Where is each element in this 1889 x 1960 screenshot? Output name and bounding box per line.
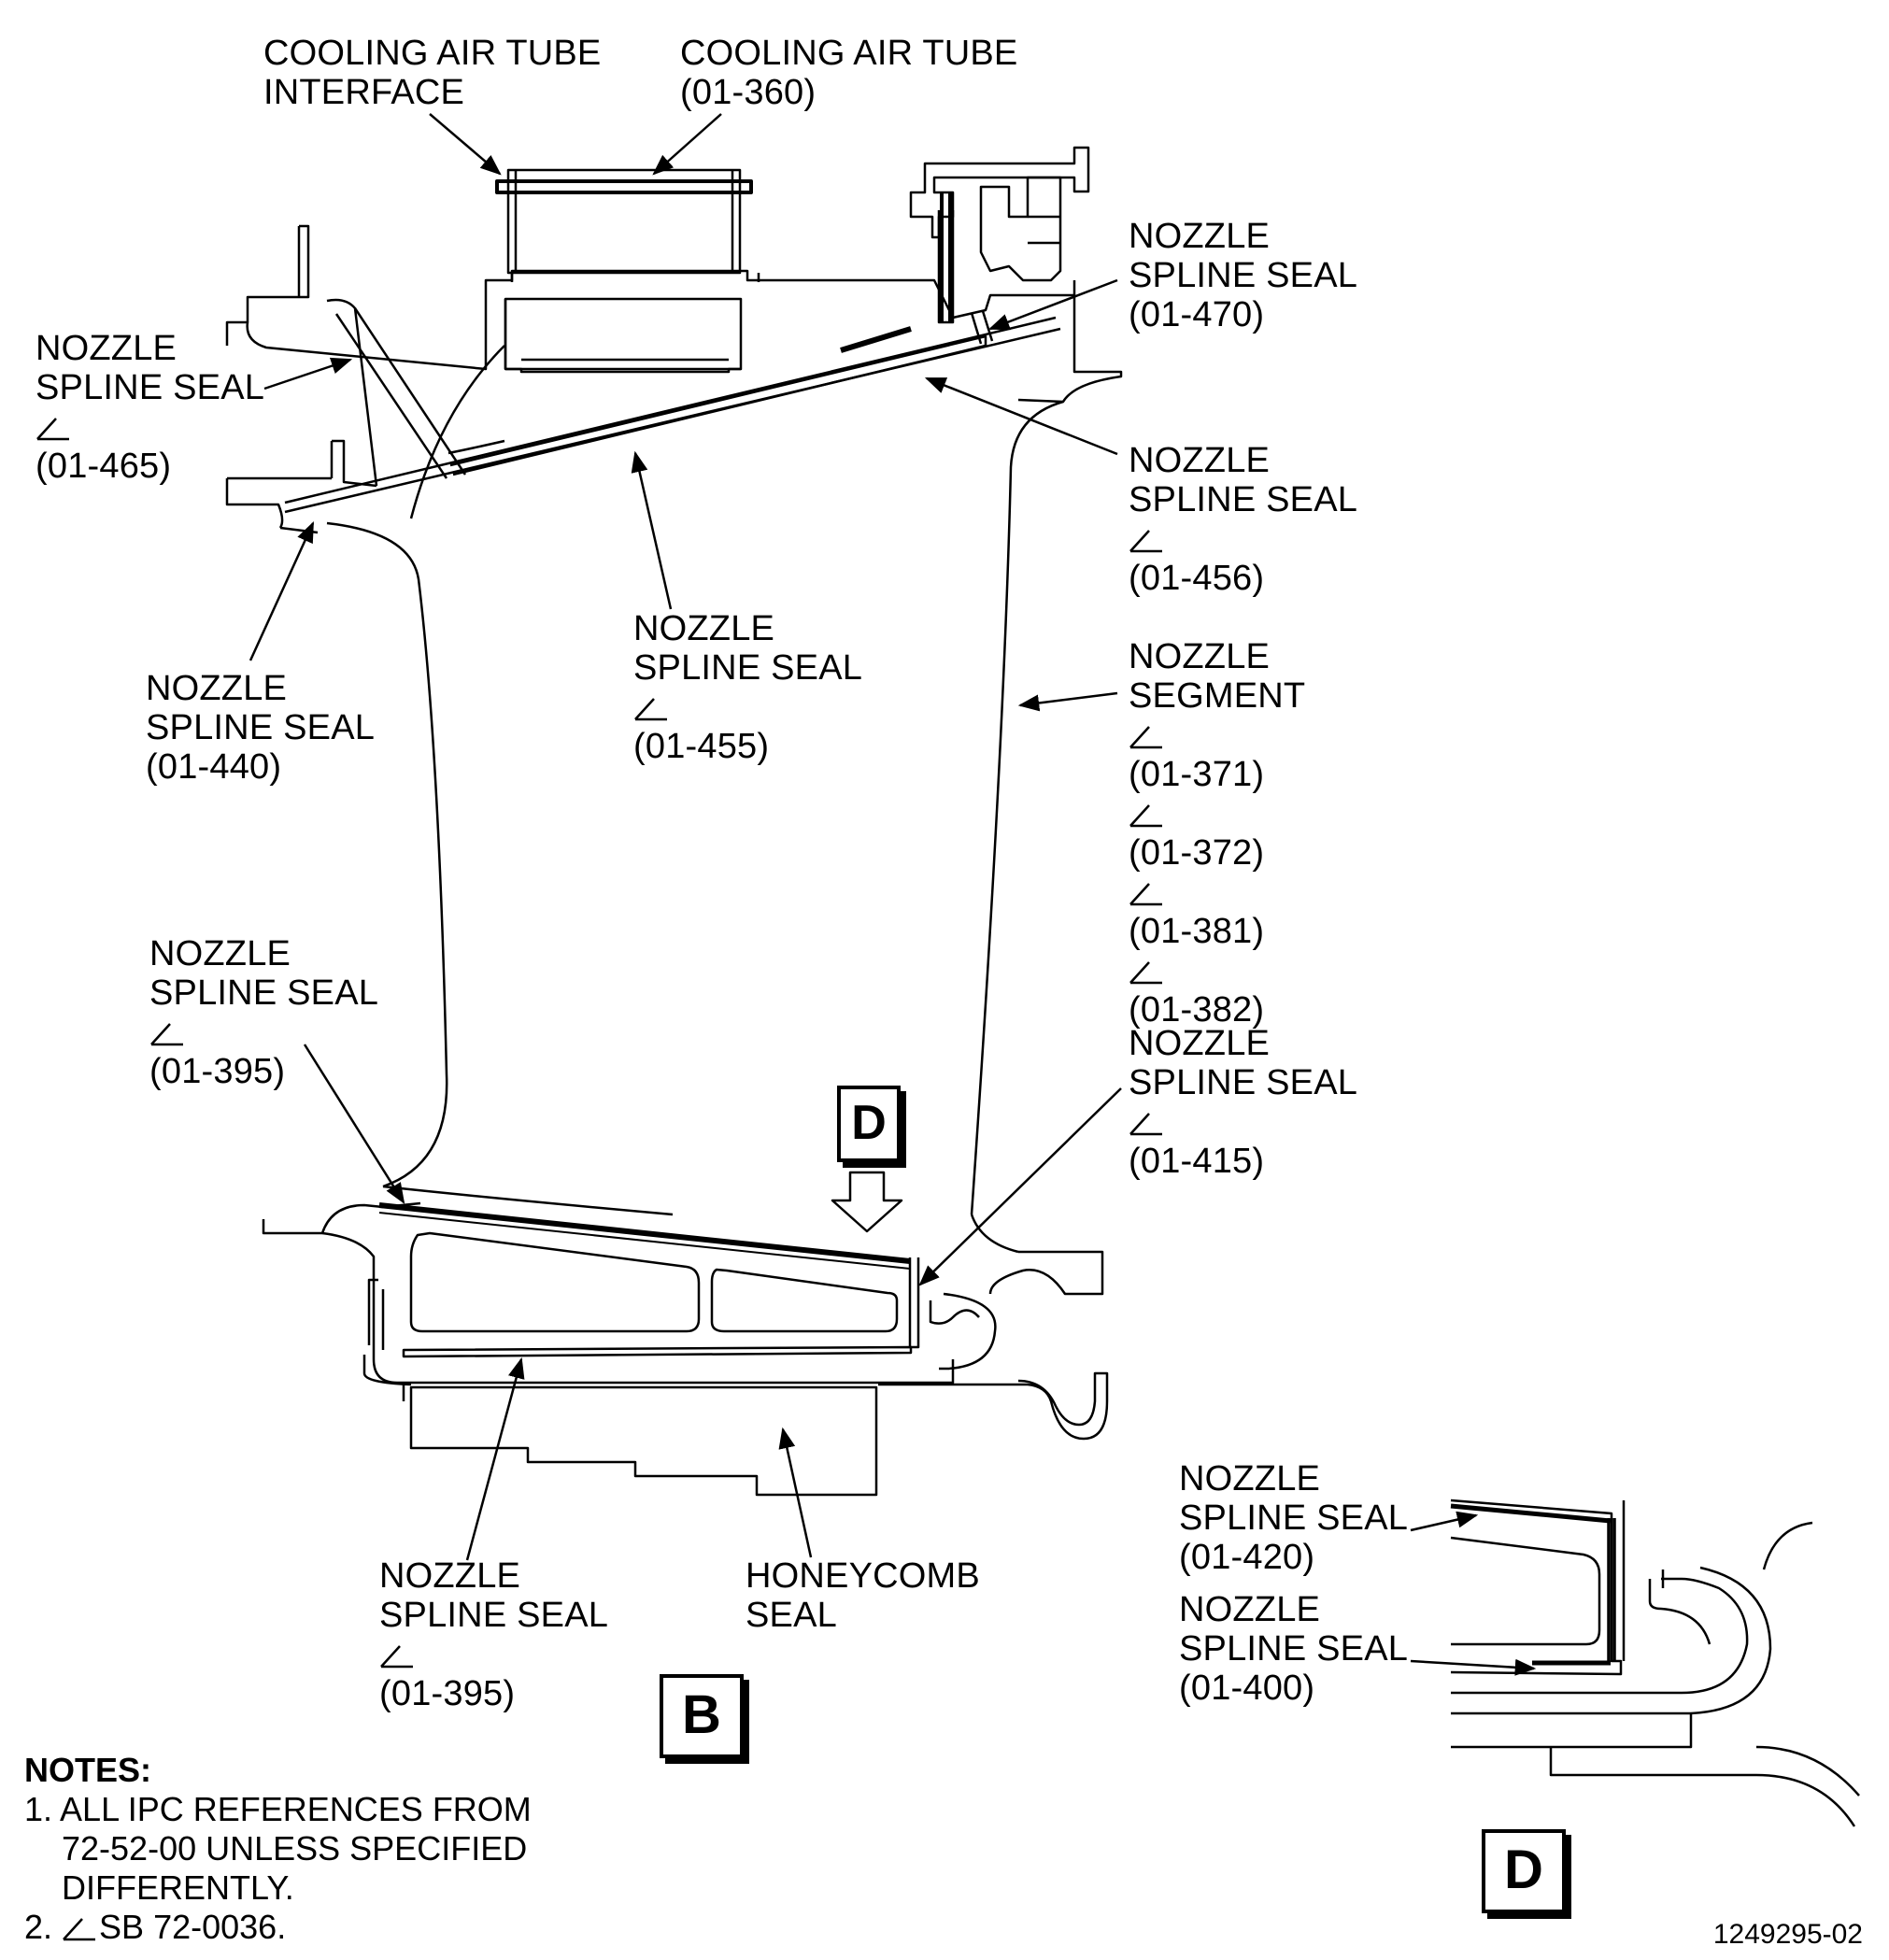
change-bar-icon — [150, 1023, 183, 1046]
change-bar-icon — [63, 1918, 96, 1941]
label-cooling-tube: COOLING AIR TUBE (01-360) — [680, 34, 1018, 112]
leader-seal-465 — [263, 357, 353, 391]
change-bar-icon — [36, 418, 69, 441]
label-seal-470: NOZZLE SPLINE SEAL (01-470) — [1129, 217, 1358, 334]
inner-platform — [262, 1201, 1109, 1441]
change-bar-icon — [1129, 1113, 1162, 1136]
leader-honeycomb — [778, 1427, 813, 1558]
leader-cooling-tube-interface — [429, 113, 502, 176]
figure-number: 1249295-02 — [1712, 1919, 1863, 1950]
view-b-label-box: B — [660, 1674, 744, 1758]
notes-block: NOTES: 1. ALL IPC REFERENCES FROM 72-52-… — [24, 1751, 532, 1947]
label-nozzle-segment: NOZZLE SEGMENT (01-371) (01-372) (01-381… — [1129, 637, 1306, 1030]
note-1-line-1: 1. ALL IPC REFERENCES FROM — [24, 1790, 532, 1828]
label-seal-415: NOZZLE SPLINE SEAL (01-415) — [1129, 1024, 1358, 1181]
label-seal-455: NOZZLE SPLINE SEAL (01-455) — [633, 609, 863, 766]
leader-seal-455 — [631, 450, 673, 610]
leader-nozzle-segment — [1017, 691, 1118, 712]
note-1-line-3: DIFFERENTLY. — [62, 1868, 294, 1907]
change-bar-icon — [634, 698, 667, 721]
detail-d-drawing — [1450, 1498, 1860, 1827]
view-d-callout-box: D — [837, 1086, 901, 1162]
change-bar-icon — [1129, 883, 1162, 906]
internal-cavities — [409, 1231, 899, 1333]
lower-seal-strips — [378, 1202, 920, 1358]
leader-seal-470 — [987, 278, 1118, 331]
label-seal-420: NOZZLE SPLINE SEAL (01-420) — [1179, 1459, 1409, 1577]
cooling-air-tube — [495, 168, 760, 374]
retaining-hook — [909, 146, 1090, 324]
change-bar-icon — [380, 1645, 413, 1669]
leader-seal-395-top — [303, 1044, 405, 1204]
change-bar-icon — [1129, 961, 1162, 985]
label-cooling-tube-interface: COOLING AIR TUBE INTERFACE — [263, 34, 602, 112]
label-seal-440: NOZZLE SPLINE SEAL (01-440) — [146, 669, 376, 787]
leader-seal-456 — [924, 376, 1118, 456]
leader-seal-440 — [249, 520, 315, 661]
label-seal-395-top: NOZZLE SPLINE SEAL (01-395) — [149, 934, 379, 1091]
label-seal-465: NOZZLE SPLINE SEAL (01-465) — [36, 329, 265, 486]
note-1-line-2: 72-52-00 UNLESS SPECIFIED — [62, 1829, 528, 1868]
nozzle-vane-airfoil — [326, 345, 1064, 1254]
label-honeycomb-seal: HONEYCOMB SEAL — [746, 1556, 980, 1635]
leader-cooling-tube — [652, 113, 722, 176]
label-seal-456: NOZZLE SPLINE SEAL (01-456) — [1129, 441, 1358, 598]
label-seal-400: NOZZLE SPLINE SEAL (01-400) — [1179, 1590, 1409, 1708]
note-2: 2. SB 72-0036. — [24, 1908, 287, 1946]
label-seal-395-bottom: NOZZLE SPLINE SEAL (01-395) — [379, 1556, 609, 1713]
honeycomb-seal — [409, 1385, 878, 1497]
upper-seal-slots — [284, 307, 1061, 514]
change-bar-icon — [1129, 726, 1162, 749]
detail-d-label-box: D — [1482, 1829, 1566, 1913]
view-d-arrow-icon — [831, 1171, 903, 1233]
leader-seal-420 — [1410, 1511, 1479, 1532]
leader-seal-400 — [1410, 1658, 1537, 1676]
change-bar-icon — [1129, 804, 1162, 828]
notes-title: NOTES: — [24, 1751, 152, 1789]
leader-seal-415 — [918, 1087, 1122, 1286]
change-bar-icon — [1129, 530, 1162, 553]
leader-seal-395-bottom — [465, 1356, 525, 1561]
